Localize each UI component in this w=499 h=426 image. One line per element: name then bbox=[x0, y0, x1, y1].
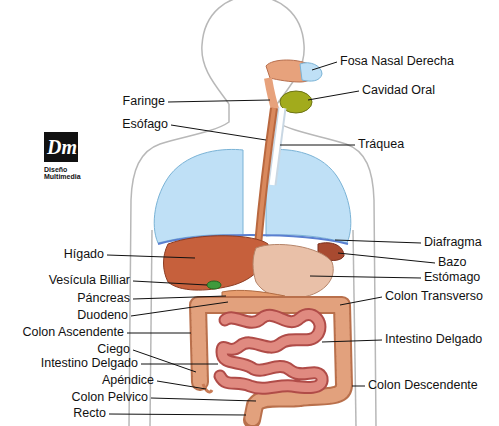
organ-label: Cavidad Oral bbox=[362, 84, 435, 98]
organ-label: Tráquea bbox=[358, 138, 404, 152]
organ-label: Diafragma bbox=[424, 236, 482, 250]
organ-label: Colon Transverso bbox=[385, 290, 483, 304]
logo-mark: Dm bbox=[47, 136, 77, 158]
organ-label: Faringe bbox=[123, 95, 165, 109]
organ-label: Ciego bbox=[97, 343, 130, 357]
organ-label: Recto bbox=[73, 407, 106, 421]
organ-label: Bazo bbox=[438, 256, 467, 270]
organ-label: Esófago bbox=[122, 118, 168, 132]
organ-label: Hígado bbox=[64, 248, 104, 262]
organ-label: Colon Descendente bbox=[368, 379, 478, 393]
organ-label: Vesícula Billiar bbox=[49, 274, 130, 288]
organ-label: Colon Pelvico bbox=[72, 391, 148, 405]
logo-text: Diseño Multimedia bbox=[44, 166, 90, 181]
organ-label: Intestino Delgado bbox=[41, 357, 138, 371]
organ-label: Fosa Nasal Derecha bbox=[340, 55, 454, 69]
organ-label: Intestino Delgado bbox=[385, 333, 482, 347]
organ-label: Duodeno bbox=[77, 309, 128, 323]
organ-label: Colon Ascendente bbox=[23, 326, 124, 340]
organ-label: Páncreas bbox=[77, 292, 130, 306]
organ-label: Estómago bbox=[424, 271, 480, 285]
organ-label: Apéndice bbox=[102, 374, 154, 388]
